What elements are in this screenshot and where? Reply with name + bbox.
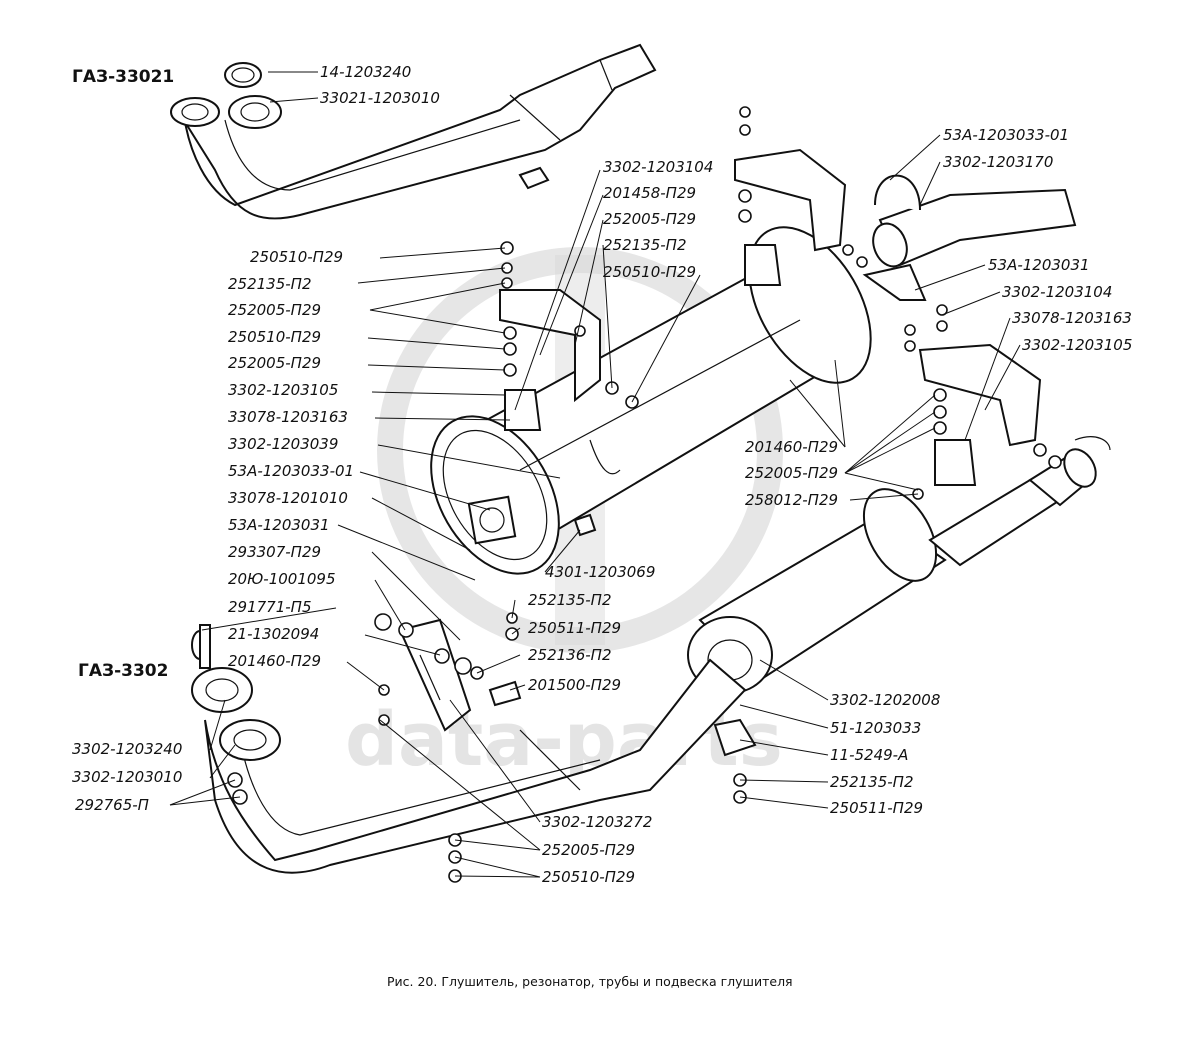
front-pipe-3302 (191, 618, 757, 874)
part-label: 33078-1203163 (228, 408, 348, 426)
part-label: 201500-П29 (528, 676, 621, 694)
part-label: 252005-П29 (228, 354, 321, 372)
part-label: 3302-1203170 (943, 153, 1053, 171)
part-label: 53А-1203033-01 (228, 462, 354, 480)
part-label: 3302-1203240 (72, 740, 182, 758)
fasteners (199, 106, 1062, 883)
part-label: 3302-1203104 (603, 158, 713, 176)
part-label: 51-1203033 (830, 719, 921, 737)
part-label: 14-1203240 (320, 63, 411, 81)
part-label: 53А-1203031 (228, 516, 330, 534)
part-label: 4301-1203069 (545, 563, 655, 581)
part-label: 250510-П29 (228, 328, 321, 346)
model-label-gaz3302: ГАЗ-3302 (78, 661, 168, 681)
part-label: 291771-П5 (228, 598, 312, 616)
part-label: 3302-1202008 (830, 691, 940, 709)
part-label: 53А-1203031 (988, 256, 1090, 274)
part-label: 201460-П29 (228, 652, 321, 670)
part-label: 258012-П29 (745, 491, 838, 509)
part-label: 11-5249-А (830, 746, 908, 764)
part-label: 252005-П29 (603, 210, 696, 228)
part-label: 252135-П2 (830, 773, 914, 791)
part-label: 252005-П29 (228, 301, 321, 319)
part-label: 250511-П29 (830, 799, 923, 817)
part-label: 201458-П29 (603, 184, 696, 202)
model-label-gaz33021: ГАЗ-33021 (72, 67, 174, 87)
part-label: 252005-П29 (542, 841, 635, 859)
part-label: 20Ю-1001095 (228, 570, 336, 588)
part-label: 3302-1203039 (228, 435, 338, 453)
part-label: 21-1302094 (228, 625, 319, 643)
part-label: 252136-П2 (528, 646, 612, 664)
muffler (687, 436, 1111, 694)
part-label: 252135-П2 (228, 275, 312, 293)
part-label: 250510-П29 (542, 868, 635, 886)
part-label: 293307-П29 (228, 543, 321, 561)
part-label: 250510-П29 (603, 263, 696, 281)
leader-lines (169, 71, 1021, 878)
part-label: 252135-П2 (528, 591, 612, 609)
part-labels: 14-1203240 33021-1203010 3302-1203104 20… (72, 63, 1132, 886)
part-label: 33021-1203010 (320, 89, 440, 107)
part-label: 3302-1203010 (72, 768, 182, 786)
front-pipe-33021 (170, 43, 657, 220)
part-label: 201460-П29 (745, 438, 838, 456)
part-label: 292765-П (75, 796, 149, 814)
part-label: 33078-1203163 (1012, 309, 1132, 327)
part-label: 3302-1203104 (1002, 283, 1112, 301)
part-label: 250510-П29 (250, 248, 343, 266)
resonator (430, 148, 872, 575)
part-label: 3302-1203105 (228, 381, 338, 399)
part-label: 3302-1203272 (542, 813, 652, 831)
part-label: 33078-1201010 (228, 489, 348, 507)
part-label: 250511-П29 (528, 619, 621, 637)
part-label: 53А-1203033-01 (943, 126, 1069, 144)
figure-caption: Рис. 20. Глушитель, резонатор, трубы и п… (387, 974, 793, 989)
part-label: 3302-1203105 (1022, 336, 1132, 354)
part-label: 252135-П2 (603, 236, 687, 254)
part-label: 252005-П29 (745, 464, 838, 482)
